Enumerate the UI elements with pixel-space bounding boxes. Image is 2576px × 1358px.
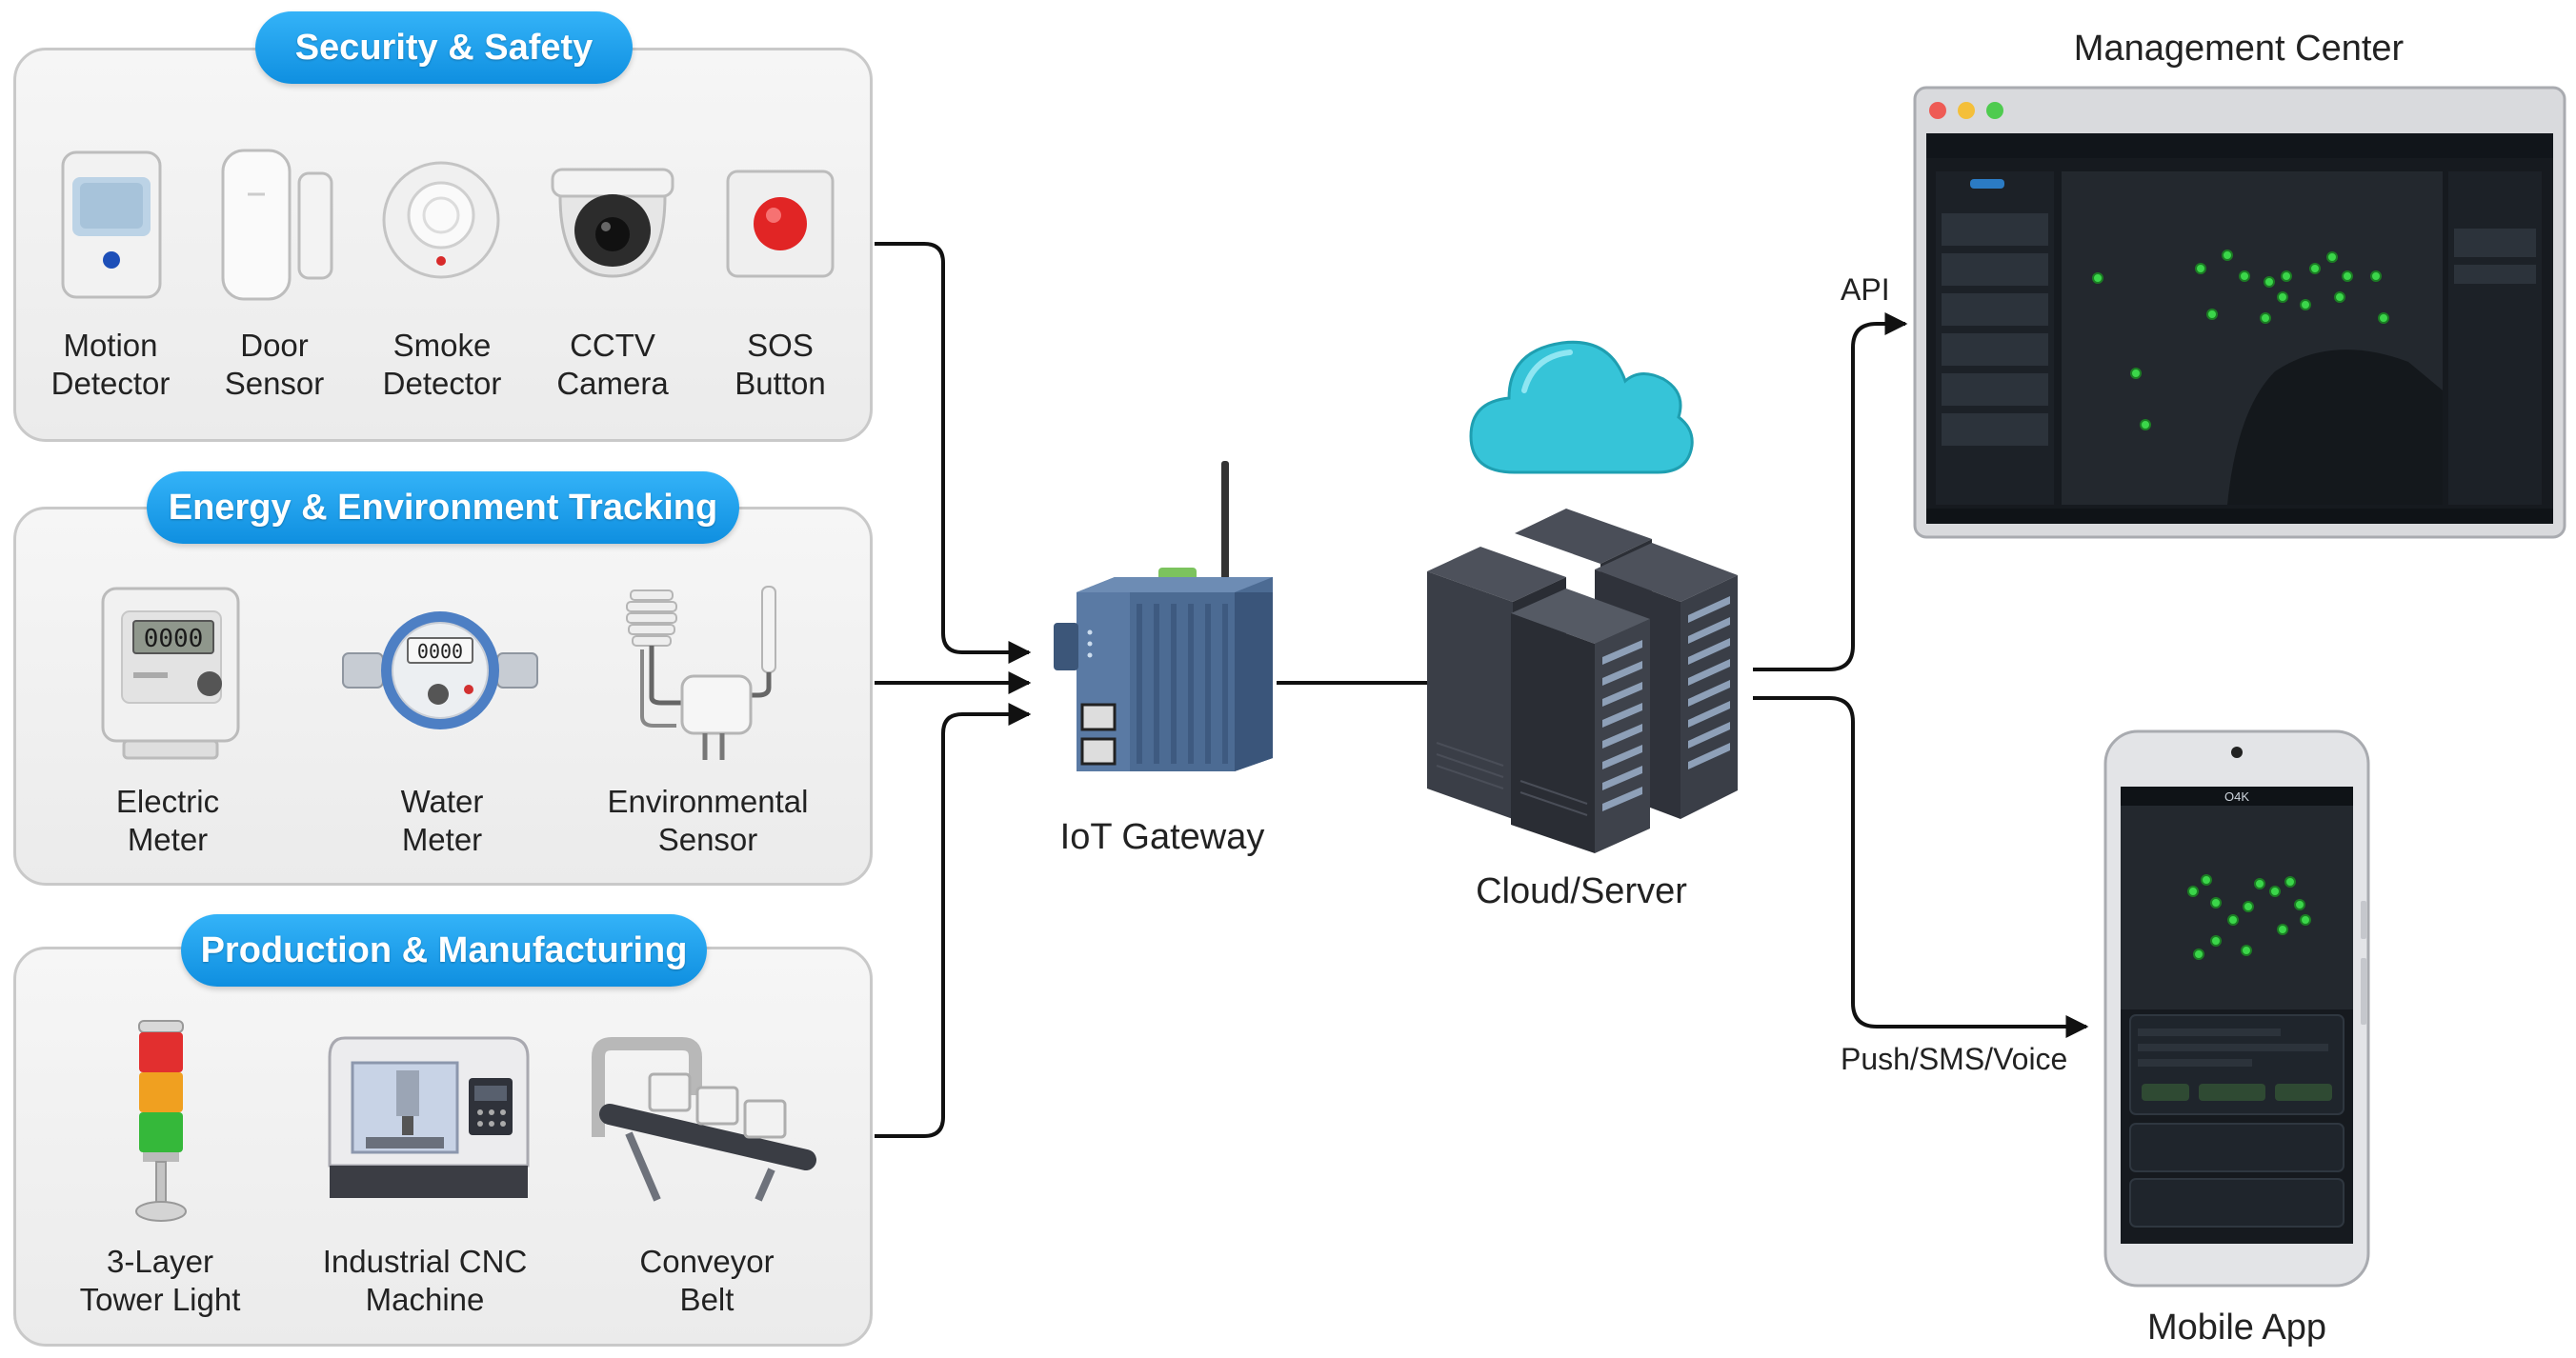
cctv-camera-icon bbox=[551, 168, 674, 278]
cloud-server-icon bbox=[1427, 509, 1738, 853]
connector-cloud-mobile bbox=[1753, 696, 2089, 1038]
security-safety-title: Security & Safety bbox=[255, 11, 633, 84]
electric-meter-icon: 0000 bbox=[101, 587, 240, 760]
connector-security bbox=[875, 242, 1032, 664]
electric-meter-display: 0000 bbox=[144, 625, 204, 653]
production-manufacturing-title: Production & Manufacturing bbox=[181, 914, 707, 987]
cloud-icon bbox=[1469, 340, 1694, 474]
mobile-app-label: Mobile App bbox=[2146, 1308, 2327, 1348]
gateway-label: IoT Gateway bbox=[1059, 817, 1265, 857]
edge-label-push: Push/SMS/Voice bbox=[1841, 1042, 2068, 1076]
mobile-screen-title: O4K bbox=[2224, 789, 2249, 804]
motion-detector-icon bbox=[61, 150, 162, 299]
water-meter-icon: 0000 bbox=[342, 611, 538, 729]
connector-cloud-management bbox=[1753, 312, 1908, 671]
dashboard-monitor-icon bbox=[1913, 86, 2566, 539]
door-sensor-icon bbox=[221, 149, 333, 301]
smartphone-app-icon: O4K bbox=[2103, 729, 2370, 1288]
environmental-sensor-icon bbox=[626, 586, 776, 760]
management-center-label: Management Center bbox=[2073, 29, 2405, 69]
water-meter-display: 0000 bbox=[417, 640, 463, 663]
conveyor-belt-icon bbox=[592, 1037, 816, 1202]
iot-gateway-icon bbox=[1054, 461, 1273, 771]
edge-label-api: API bbox=[1841, 272, 1890, 307]
energy-environment-title: Energy & Environment Tracking bbox=[147, 471, 739, 544]
tower-light-icon bbox=[135, 1020, 187, 1222]
cnc-machine-icon bbox=[328, 1036, 530, 1198]
cloud-server-label: Cloud/Server bbox=[1476, 871, 1687, 911]
connector-production bbox=[875, 703, 1032, 1138]
sos-button-icon bbox=[726, 170, 835, 278]
smoke-detector-icon bbox=[382, 161, 500, 279]
